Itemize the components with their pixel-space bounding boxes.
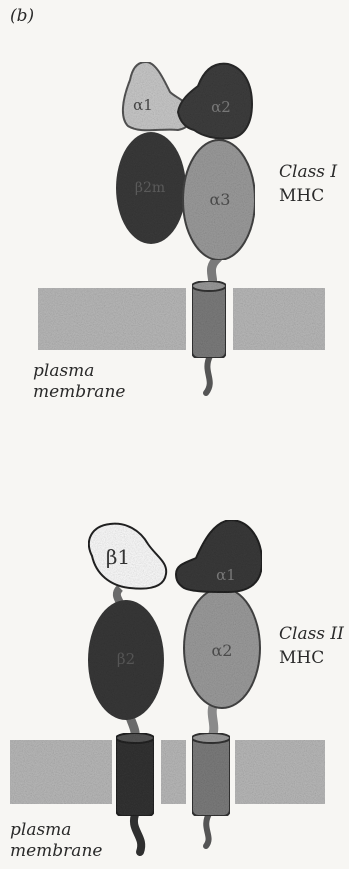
class1-membrane-label-line2: membrane	[33, 382, 125, 403]
class1-membrane-left	[38, 288, 186, 350]
class2-membrane-label-line2: membrane	[10, 841, 102, 862]
class1-membrane	[38, 288, 325, 350]
class1-tail	[206, 356, 210, 393]
class2-label-b2: β2	[117, 650, 135, 668]
class2-mhc: β1 α1 β2 α2	[10, 520, 325, 852]
class2-label-a1: α1	[216, 566, 236, 584]
class2-label-a2: α2	[212, 641, 233, 660]
class1-label-b2m: β2m	[135, 180, 165, 196]
class2-membrane-label: plasma membrane	[10, 820, 102, 862]
class1-membrane-right	[233, 288, 325, 350]
class2-membrane-right	[235, 740, 325, 804]
class1-membrane-label-line1: plasma	[33, 361, 125, 382]
class1-label-a1: α1	[133, 96, 153, 114]
class2-membrane-mid	[161, 740, 186, 804]
class2-title-line1: Class II	[279, 622, 344, 646]
class2-membrane	[10, 740, 325, 804]
class1-mhc: α1 α2 β2m α3	[38, 62, 325, 393]
class2-title: Class II MHC	[279, 622, 344, 670]
class2-membrane-left	[10, 740, 112, 804]
class1-transmembrane	[192, 281, 226, 358]
class1-title: Class I MHC	[279, 160, 337, 208]
class2-beta-transmembrane	[116, 733, 154, 816]
class2-beta-tail	[134, 812, 141, 852]
class2-membrane-label-line1: plasma	[10, 820, 102, 841]
panel-label: (b)	[10, 6, 34, 26]
class1-label-a3: α3	[210, 190, 231, 209]
class1-label-a2: α2	[211, 98, 231, 116]
class2-alpha-transmembrane	[192, 733, 230, 816]
class1-membrane-label: plasma membrane	[33, 361, 125, 403]
class2-label-b1: β1	[106, 545, 130, 569]
class2-alpha-tail	[206, 812, 210, 846]
class1-title-line1: Class I	[279, 160, 337, 184]
class1-title-line2: MHC	[279, 184, 337, 208]
class2-title-line2: MHC	[279, 646, 344, 670]
